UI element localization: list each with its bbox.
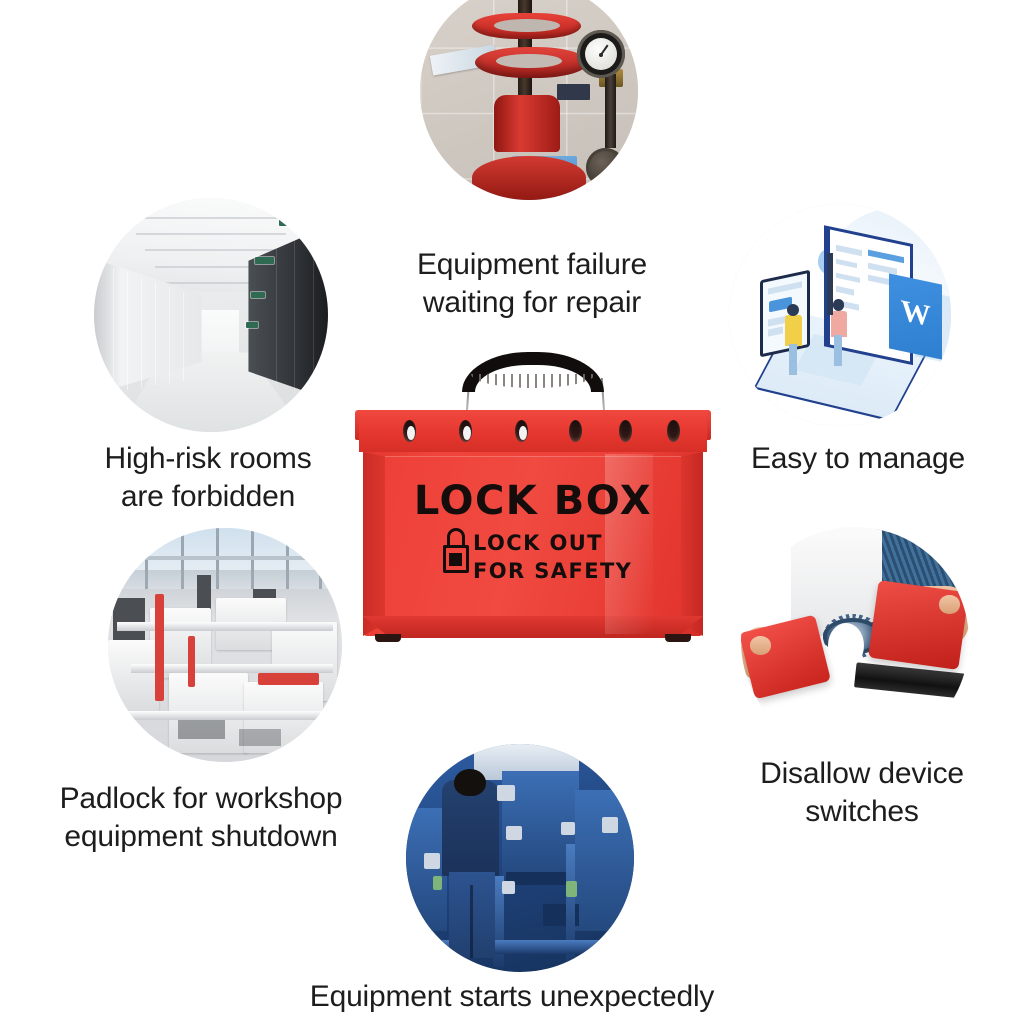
padlock-hole bbox=[619, 420, 632, 442]
padlock-icon bbox=[441, 528, 471, 574]
caption-easy-to-manage: Easy to manage bbox=[751, 442, 965, 475]
box-foot-right bbox=[665, 634, 691, 642]
padlock-hole bbox=[569, 420, 582, 442]
photo-worker-blue-machine bbox=[406, 744, 634, 972]
photo-fire-valve-gauge bbox=[420, 0, 638, 200]
caption-high-risk-rooms: High-risk rooms are forbidden bbox=[104, 442, 312, 514]
photo-factory-machinery bbox=[108, 528, 342, 762]
padlock-hole bbox=[515, 420, 528, 442]
padlock-hole bbox=[459, 420, 472, 442]
box-front-face bbox=[385, 456, 681, 622]
box-side-left bbox=[363, 452, 389, 636]
caption-unexpected-start: Equipment starts unexpectedly bbox=[309, 980, 715, 1013]
caption-equipment-failure: Equipment failure waiting for repair bbox=[416, 248, 648, 320]
padlock-hole bbox=[667, 420, 680, 442]
handle-grip-ribs bbox=[471, 374, 595, 388]
document-letter: W bbox=[900, 294, 931, 334]
box-side-right bbox=[677, 452, 703, 636]
padlock-hole bbox=[403, 420, 416, 442]
box-bottom-edge bbox=[363, 616, 703, 638]
product-subtitle: LOCK OUT FOR SAFETY bbox=[473, 531, 633, 583]
box-seam bbox=[385, 456, 681, 457]
lock-box-product: LOCK BOX LOCK OUT FOR SAFETY bbox=[355, 352, 711, 668]
caption-disallow-switches: Disallow device switches bbox=[760, 757, 964, 829]
photo-management-illustration: W bbox=[729, 204, 951, 426]
photo-switchgear-room bbox=[94, 198, 328, 432]
photo-valve-lockout-install bbox=[741, 527, 969, 755]
pressure-gauge-icon bbox=[576, 29, 625, 78]
box-foot-left bbox=[375, 634, 401, 642]
word-document-icon: W bbox=[888, 273, 943, 361]
lid-panel bbox=[359, 410, 707, 452]
product-title: LOCK BOX bbox=[413, 478, 653, 524]
valve-lockout-half-right bbox=[868, 580, 969, 670]
caption-padlock-workshop: Padlock for workshop equipment shutdown bbox=[59, 782, 343, 854]
